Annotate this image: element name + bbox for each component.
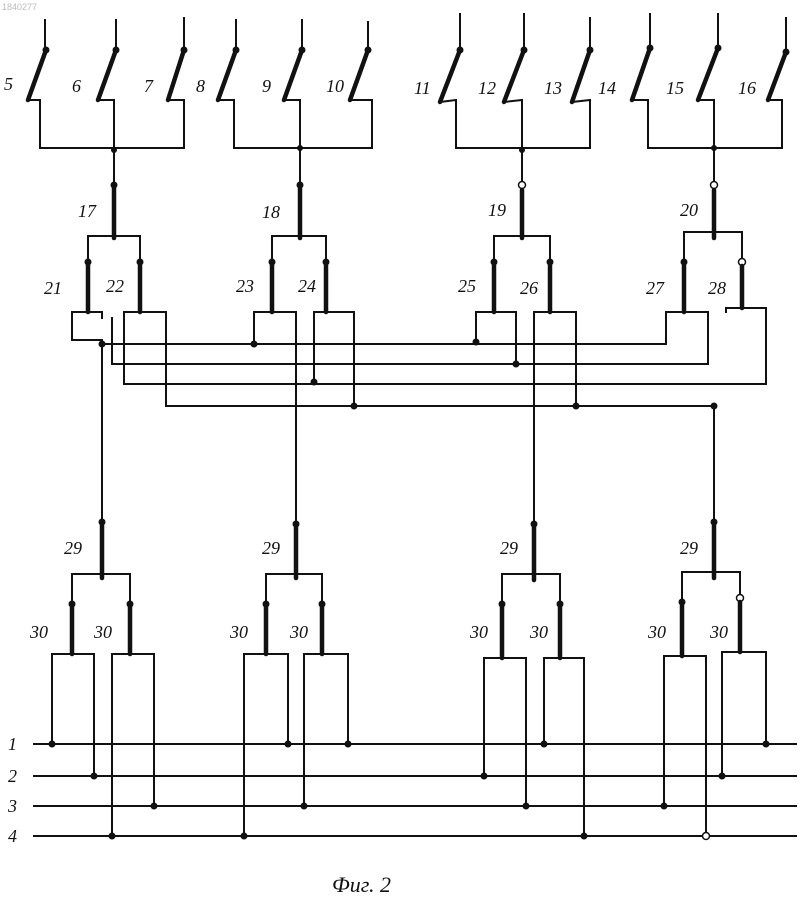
bus-label-3: 3 <box>7 796 17 816</box>
switch-6 <box>98 50 116 100</box>
label-switch-28: 28 <box>708 278 726 298</box>
label-switch-11: 11 <box>414 78 431 98</box>
switch-16 <box>768 52 786 100</box>
output-block-1: 29 30 30 <box>29 519 154 837</box>
label-switch-18: 18 <box>262 202 280 222</box>
input-group-a: 5 6 7 <box>4 18 188 148</box>
switch-13 <box>572 50 590 102</box>
label-switch-29-d: 29 <box>680 538 698 558</box>
output-block-4: 29 30 30 <box>647 519 766 837</box>
label-switch-29-b: 29 <box>262 538 280 558</box>
label-switch-30-c2: 30 <box>529 622 548 642</box>
watermark: 1840277 <box>2 2 37 12</box>
label-switch-8: 8 <box>196 76 205 96</box>
label-switch-5: 5 <box>4 74 13 94</box>
label-switch-30-a1: 30 <box>29 622 48 642</box>
bus-label-1: 1 <box>8 734 17 754</box>
label-switch-9: 9 <box>262 76 271 96</box>
switch-10 <box>350 50 368 100</box>
label-switch-30-b2: 30 <box>289 622 308 642</box>
bus-label-2: 2 <box>8 766 17 786</box>
switch-7 <box>168 50 184 100</box>
label-switch-29-a: 29 <box>64 538 82 558</box>
label-switch-23: 23 <box>236 276 254 296</box>
label-switch-7: 7 <box>144 76 154 96</box>
label-switch-17: 17 <box>78 201 97 221</box>
label-switch-29-c: 29 <box>500 538 518 558</box>
input-group-d: 14 15 16 <box>598 14 790 148</box>
label-switch-10: 10 <box>326 76 344 96</box>
label-switch-20: 20 <box>680 200 698 220</box>
label-switch-16: 16 <box>738 78 756 98</box>
label-switch-13: 13 <box>544 78 562 98</box>
downlinks <box>102 318 714 524</box>
label-switch-22: 22 <box>106 276 124 296</box>
switch-15 <box>698 48 718 100</box>
switch-5 <box>28 50 46 100</box>
label-switch-30-b1: 30 <box>229 622 248 642</box>
label-switch-30-c1: 30 <box>469 622 488 642</box>
label-switch-30-d2: 30 <box>709 622 728 642</box>
label-switch-27: 27 <box>646 278 665 298</box>
output-buses: 1 2 3 4 <box>7 734 796 846</box>
label-switch-14: 14 <box>598 78 616 98</box>
label-switch-26: 26 <box>520 278 538 298</box>
output-block-2: 29 30 30 <box>229 521 348 837</box>
label-switch-6: 6 <box>72 76 81 96</box>
switch-12 <box>504 50 524 102</box>
bus-label-4: 4 <box>8 826 17 846</box>
label-switch-30-d1: 30 <box>647 622 666 642</box>
switch-8 <box>218 50 236 100</box>
label-switch-25: 25 <box>458 276 476 296</box>
switch-14 <box>632 48 650 100</box>
label-switch-12: 12 <box>478 78 496 98</box>
input-group-b: 8 9 10 <box>196 20 372 148</box>
label-switch-15: 15 <box>666 78 684 98</box>
stage-block-4: 20 27 28 <box>646 145 766 384</box>
output-block-3: 29 30 30 <box>469 521 584 837</box>
label-switch-24: 24 <box>298 276 316 296</box>
input-group-c: 11 12 13 <box>414 14 594 148</box>
label-switch-21: 21 <box>44 278 62 298</box>
stage-block-1: 17 21 22 <box>44 147 166 340</box>
label-switch-30-a2: 30 <box>93 622 112 642</box>
label-switch-19: 19 <box>488 200 506 220</box>
figure-caption: Фиг. 2 <box>332 872 391 897</box>
switch-9 <box>284 50 302 100</box>
switch-11 <box>440 50 460 102</box>
